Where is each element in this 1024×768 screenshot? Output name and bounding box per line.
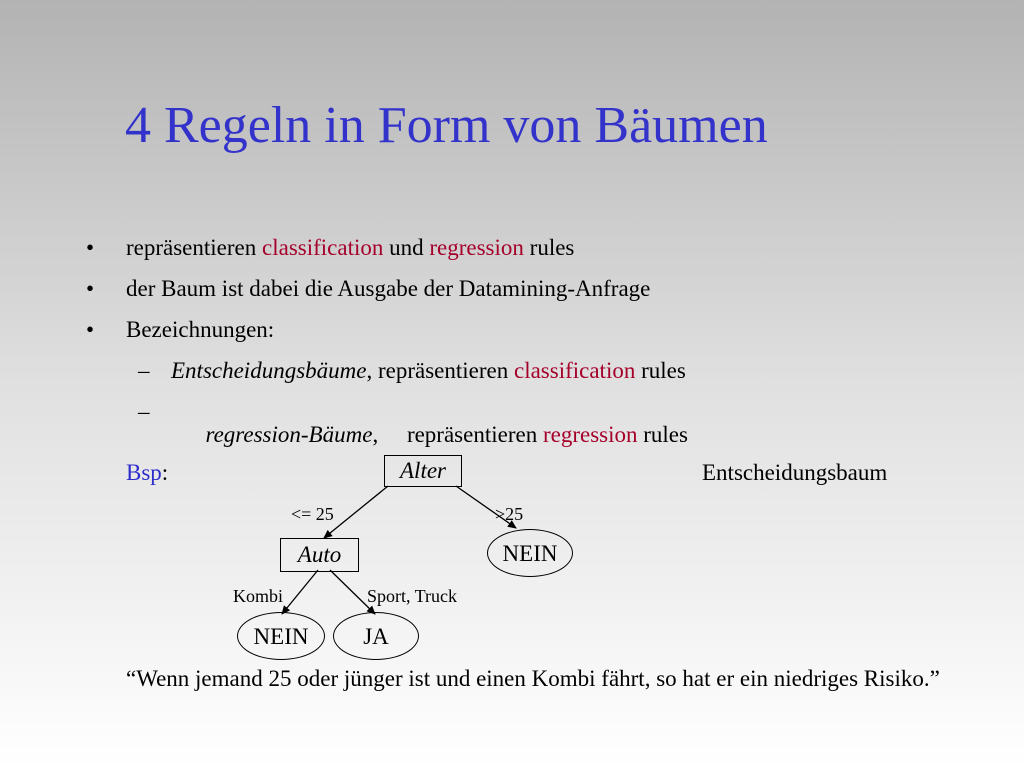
- dash-marker: –: [138, 358, 150, 383]
- bullet-text: der Baum ist dabei die Ausgabe der Datam…: [126, 276, 651, 301]
- bullet-text: repräsentieren: [126, 235, 263, 260]
- example-quote: “Wenn jemand 25 oder jünger ist und eine…: [126, 666, 940, 691]
- highlight-regression: regression: [542, 422, 638, 447]
- edge-label-le-25: <= 25: [291, 504, 334, 524]
- bullet-marker: •: [86, 317, 95, 342]
- term-entscheidungsbaeume: Entscheidungsbäume: [171, 358, 367, 383]
- example-label: Bsp:: [126, 461, 168, 484]
- subbullet-text: , repräsentieren: [366, 358, 514, 383]
- diagram-caption: Entscheidungsbaum: [702, 460, 888, 485]
- bullet-text: und: [383, 235, 430, 260]
- subbullet-text: rules: [635, 358, 686, 383]
- tree-leaf-ja: JA: [333, 612, 419, 660]
- tree-node-auto: Auto: [280, 538, 359, 572]
- bullet-marker: •: [86, 276, 95, 301]
- edge-label-gt-25: >25: [495, 504, 524, 524]
- edge-root-left: [323, 485, 389, 539]
- highlight-regression: regression: [429, 235, 524, 260]
- example-colon: :: [161, 460, 169, 485]
- edge-auto-right: [329, 569, 376, 615]
- bullet-marker: •: [86, 235, 95, 260]
- bullet-text: Bezeichnungen:: [126, 317, 275, 342]
- edge-auto-left: [281, 569, 319, 615]
- bullet-text: rules: [523, 235, 575, 260]
- example-label-text: Bsp: [126, 460, 162, 485]
- term-regression-baeume: regression-Bäume: [205, 422, 373, 447]
- subbullet-text: rules: [637, 422, 688, 447]
- edge-label-sport-truck: Sport, Truck: [367, 586, 458, 606]
- highlight-classification: classification: [513, 358, 636, 383]
- dash-marker: –: [138, 399, 150, 424]
- edge-root-right: [455, 485, 517, 529]
- highlight-classification: classification: [262, 235, 384, 260]
- subbullet-text: , repräsentieren: [372, 422, 543, 447]
- tree-node-alter: Alter: [384, 455, 462, 487]
- slide-title: 4 Regeln in Form von Bäumen: [125, 97, 768, 154]
- tree-leaf-nein-bottom: NEIN: [237, 612, 325, 660]
- edge-label-kombi: Kombi: [233, 586, 284, 606]
- tree-leaf-nein-top: NEIN: [487, 529, 573, 577]
